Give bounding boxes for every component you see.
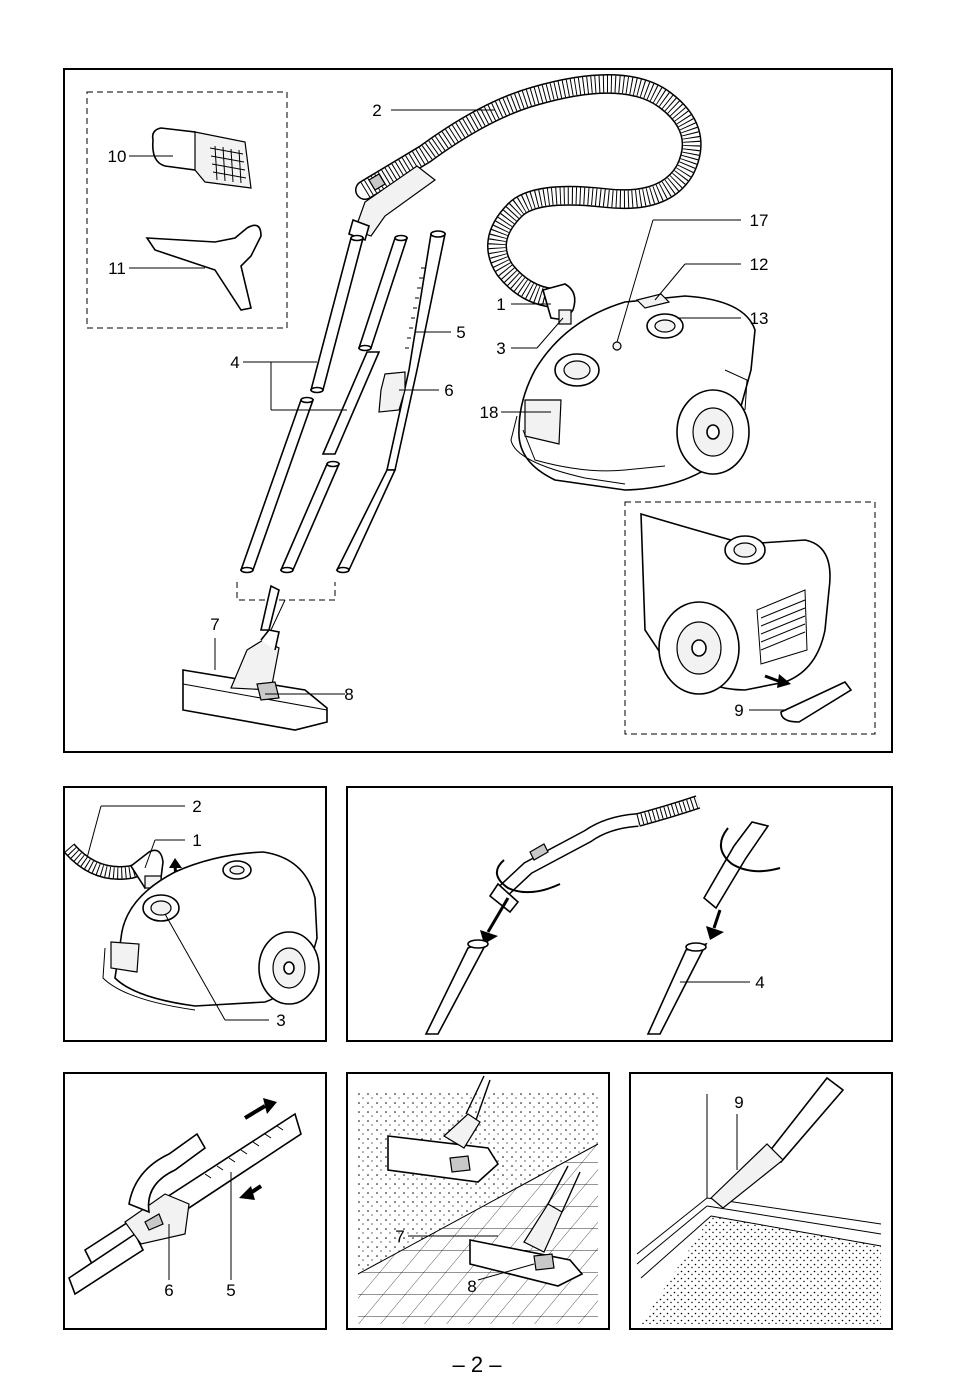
label-12: 12 — [750, 255, 769, 274]
label-10: 10 — [108, 147, 127, 166]
label-13: 13 — [750, 309, 769, 328]
inset-vacuum-rear — [641, 514, 851, 722]
hose-attach-panel: 2 1 3 — [63, 786, 327, 1042]
label-1: 1 — [192, 831, 201, 850]
floor-nozzle-drawing: 7 8 — [348, 1074, 610, 1330]
label-7: 7 — [395, 1227, 404, 1246]
label-17: 17 — [750, 211, 769, 230]
label-2: 2 — [372, 101, 381, 120]
page-number: – 2 – — [0, 1352, 954, 1378]
label-8: 8 — [467, 1277, 476, 1296]
hose-attach-drawing: 2 1 3 — [65, 788, 327, 1042]
label-4: 4 — [230, 353, 239, 372]
label-7: 7 — [210, 615, 219, 634]
crevice-drawing: 9 — [631, 1074, 893, 1330]
tube-adjust-drawing: 6 5 — [65, 1074, 327, 1330]
main-figure-drawing: 2 10 11 17 12 1 5 13 3 4 6 18 7 8 9 — [65, 70, 893, 753]
label-5: 5 — [226, 1281, 235, 1300]
tube-adjust-panel: 6 5 — [63, 1072, 327, 1330]
upholstery-brush — [153, 128, 251, 188]
label-9: 9 — [734, 701, 743, 720]
label-18: 18 — [480, 403, 499, 422]
tube-connect-drawing: 4 — [348, 788, 893, 1042]
label-3: 3 — [276, 1011, 285, 1030]
label-9: 9 — [734, 1093, 743, 1112]
label-8: 8 — [344, 685, 353, 704]
crevice-panel: 9 — [629, 1072, 893, 1330]
label-1: 1 — [496, 295, 505, 314]
label-5: 5 — [456, 323, 465, 342]
tube-bracket — [237, 582, 335, 600]
label-6: 6 — [444, 381, 453, 400]
floor-nozzle — [183, 586, 327, 730]
tube-connect-panel: 4 — [346, 786, 893, 1042]
label-6: 6 — [164, 1281, 173, 1300]
main-figure-panel: 2 10 11 17 12 1 5 13 3 4 6 18 7 8 9 — [63, 68, 893, 753]
accessory-box — [87, 92, 287, 328]
label-4: 4 — [755, 973, 764, 992]
floor-nozzle-panel: 7 8 — [346, 1072, 610, 1330]
label-3: 3 — [496, 339, 505, 358]
label-11: 11 — [108, 259, 126, 278]
label-2: 2 — [192, 797, 201, 816]
hose — [349, 84, 692, 324]
vacuum-body — [511, 294, 755, 490]
extension-tubes — [241, 231, 445, 573]
